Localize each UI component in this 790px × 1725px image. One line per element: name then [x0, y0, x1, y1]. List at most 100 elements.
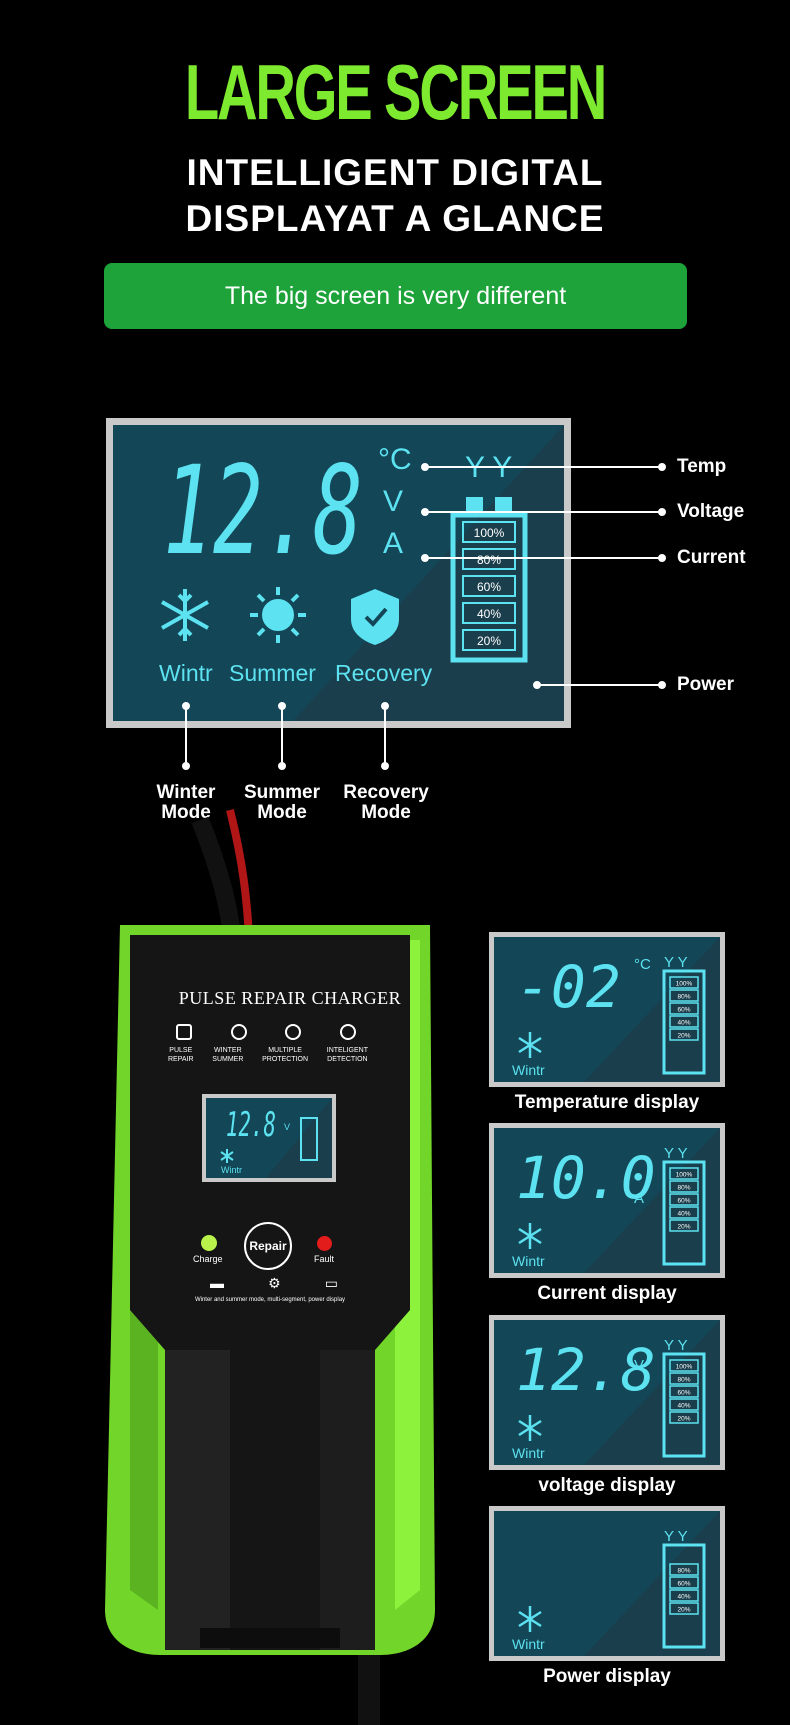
charge-label: Charge — [193, 1254, 223, 1264]
battery-level-box — [669, 1602, 699, 1615]
battery-level-label: 20% — [677, 1416, 690, 1423]
battery-level-box — [669, 1563, 699, 1576]
battery-level-box — [669, 1576, 699, 1589]
snowflake-icon — [518, 1606, 542, 1632]
battery-small-icon: ▭ — [324, 1275, 338, 1291]
charger-brand: PULSE REPAIR CHARGER — [178, 988, 402, 1008]
charger-device — [105, 809, 435, 1725]
panel-3-caption: voltage display — [538, 1475, 676, 1496]
mode-label-line2: Mode — [361, 802, 411, 823]
battery-level-box — [669, 1398, 699, 1411]
panel-unit: A — [634, 1190, 644, 1207]
battery-level-box — [669, 989, 699, 1002]
battery-level-box — [669, 1589, 699, 1602]
battery-level-label: 60% — [677, 1390, 690, 1397]
terminal-icon: Y Y — [664, 1528, 688, 1545]
snowflake-icon — [518, 1223, 542, 1249]
battery-icon — [662, 1543, 706, 1649]
panel-reading: 10.0 — [516, 1144, 656, 1212]
terminal-icon: Y Y — [664, 1145, 688, 1162]
battery-level-label: 60% — [677, 1007, 690, 1014]
panel-mode: Wintr — [512, 1636, 545, 1652]
battery-level-box — [669, 976, 699, 989]
panel-mode: Wintr — [512, 1445, 545, 1461]
callout-voltage: Voltage — [677, 501, 745, 522]
panel-mode: Wintr — [512, 1253, 545, 1269]
battery-level-box — [669, 1002, 699, 1015]
battery-level-label: 40% — [477, 607, 501, 621]
banner-text: The big screen is very different — [224, 281, 567, 310]
detection-icon — [339, 1024, 356, 1040]
battery-icon — [662, 1352, 706, 1458]
battery-icon — [662, 969, 706, 1075]
vehicle-icons: ▬⚙▭ — [210, 1275, 338, 1292]
battery-level-label: 60% — [477, 580, 501, 594]
winter-summer-icon — [230, 1024, 247, 1040]
panel-1-caption: Temperature display — [514, 1092, 700, 1113]
charger-screen-reading: 12.8 — [226, 1105, 276, 1145]
panel-unit: V — [634, 1357, 644, 1374]
mode-label-line1: Recovery — [343, 782, 429, 803]
unit-celsius: °C — [378, 443, 412, 476]
charger-footnote: Winter and summer mode, multi-segment, p… — [194, 1297, 346, 1303]
callout-lines — [182, 463, 666, 770]
charger-feature-icons — [176, 1024, 356, 1040]
main-lcd-display: 12.8 °C V A Y Y 100%80%60%40%20% — [106, 418, 571, 728]
battery-level-box — [669, 1385, 699, 1398]
battery-level-box — [462, 521, 516, 543]
battery-level-box — [669, 1372, 699, 1385]
callout-temp: Temp — [677, 456, 727, 477]
battery-level-label: 40% — [677, 1020, 690, 1027]
battery-level-label: 80% — [677, 1185, 690, 1192]
battery-level-label: 80% — [477, 553, 501, 567]
motorcycle-icon: ⚙ — [268, 1275, 281, 1291]
mode-winter-label: Wintr — [159, 660, 213, 686]
battery-level-box — [669, 1359, 699, 1372]
battery-level-label: 100% — [676, 981, 693, 988]
main-reading: 12.8 — [163, 440, 363, 582]
battery-icon — [662, 1160, 706, 1266]
panel-2-caption: Current display — [537, 1283, 677, 1304]
terminal-icon: Y Y — [664, 1337, 688, 1354]
page-subtitle: INTELLIGENT DIGITAL DISPLAYAT A GLANCE — [0, 150, 790, 242]
snowflake-icon — [161, 589, 209, 641]
panel-unit: °C — [634, 956, 651, 973]
battery-level-label: 60% — [677, 1198, 690, 1205]
mode-label-line2: Mode — [257, 802, 307, 823]
panel-mode: Wintr — [512, 1062, 545, 1078]
callout-power: Power — [677, 674, 735, 695]
banner: The big screen is very different — [104, 263, 687, 329]
snowflake-icon — [518, 1032, 542, 1058]
battery-level-box — [462, 629, 516, 651]
battery-level-label: 20% — [677, 1224, 690, 1231]
panel-reading: 12.8 — [516, 1336, 656, 1404]
battery-level-label: 60% — [677, 1581, 690, 1588]
mode-label-line1: Winter — [156, 782, 216, 803]
battery-level-box — [669, 1180, 699, 1193]
shield-icon — [351, 589, 399, 645]
snowflake-icon — [518, 1415, 542, 1441]
battery-icon — [300, 1117, 318, 1161]
battery-level-label: 40% — [677, 1403, 690, 1410]
battery-level-box — [462, 575, 516, 597]
repair-button[interactable]: Repair — [244, 1222, 292, 1270]
unit-volt: V — [383, 485, 403, 518]
charger-screen-mode: Wintr — [221, 1165, 242, 1175]
battery-level-box — [462, 602, 516, 624]
panel-reading: -02 — [516, 953, 621, 1021]
repair-button-label: Repair — [249, 1239, 287, 1253]
unit-amp: A — [383, 527, 403, 560]
battery-level-label: 20% — [677, 1607, 690, 1614]
battery-level-box — [669, 1206, 699, 1219]
